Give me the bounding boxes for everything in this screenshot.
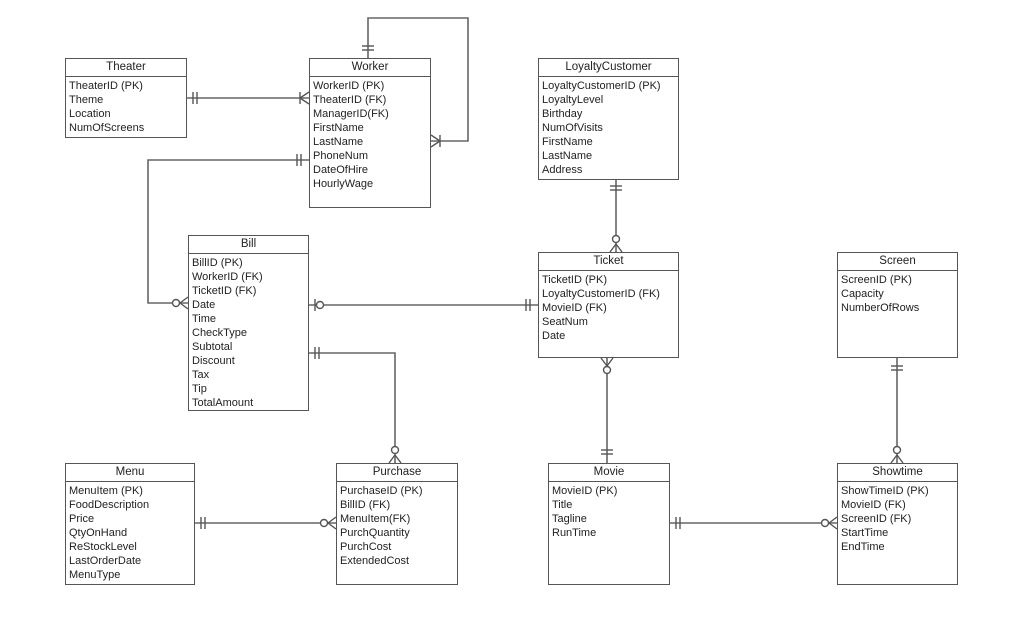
entity-title: Ticket	[539, 253, 678, 271]
attribute: Time	[192, 313, 217, 325]
attribute: Birthday	[542, 108, 583, 120]
entity-title: Movie	[549, 464, 669, 482]
entity-title: Showtime	[838, 464, 957, 482]
attribute: BillID (FK)	[340, 499, 391, 511]
attribute: SeatNum	[542, 316, 588, 328]
entity-bill: Bill BillID (PK) WorkerID (FK) TicketID …	[188, 235, 309, 411]
attribute: Tax	[192, 369, 210, 381]
entity-title: Theater	[66, 59, 186, 77]
attribute: PhoneNum	[313, 150, 369, 162]
attribute: RunTime	[552, 527, 597, 539]
attribute: TotalAmount	[192, 397, 254, 409]
attribute: ManagerID(FK)	[313, 108, 389, 120]
attribute: CheckType	[192, 327, 248, 339]
attribute: MovieID (FK)	[542, 302, 607, 314]
attribute: MovieID (FK)	[841, 499, 906, 511]
attribute: Tagline	[552, 513, 587, 525]
attribute: TicketID (PK)	[542, 274, 607, 286]
attribute: FirstName	[313, 122, 364, 134]
entity-title: Menu	[66, 464, 194, 482]
attribute: LoyaltyCustomerID (FK)	[542, 288, 660, 300]
rel-screen-showtime	[890, 358, 904, 464]
entity-worker: Worker WorkerID (PK) TheaterID (FK) Mana…	[309, 58, 431, 208]
attribute: EndTime	[841, 541, 885, 553]
rel-movie-ticket	[600, 357, 614, 463]
entity-purchase: Purchase PurchaseID (PK) BillID (FK) Men…	[336, 463, 458, 585]
rel-movie-showtime	[670, 516, 838, 530]
entity-title: LoyaltyCustomer	[539, 59, 678, 77]
attribute: MenuItem (PK)	[69, 485, 143, 497]
attribute: Location	[69, 108, 111, 120]
attribute: LoyaltyCustomerID (PK)	[542, 80, 661, 92]
attribute: Discount	[192, 355, 235, 367]
entity-movie: Movie MovieID (PK) Title Tagline RunTime	[548, 463, 670, 585]
rel-bill-purchase	[309, 347, 402, 464]
attribute: LastOrderDate	[69, 555, 142, 567]
rel-menu-purchase	[195, 516, 337, 530]
attribute: FoodDescription	[69, 499, 150, 511]
attribute: MovieID (PK)	[552, 485, 618, 497]
attribute: WorkerID (FK)	[192, 271, 263, 283]
attribute: StartTime	[841, 527, 889, 539]
entity-ticket: Ticket TicketID (PK) LoyaltyCustomerID (…	[538, 252, 679, 358]
attribute: Subtotal	[192, 341, 233, 353]
attribute: NumOfVisits	[542, 122, 603, 134]
attribute: BillID (PK)	[192, 257, 243, 269]
attribute: TicketID (FK)	[192, 285, 257, 297]
attribute: PurchCost	[340, 541, 392, 553]
attribute: Capacity	[841, 288, 884, 300]
attribute: LastName	[542, 150, 593, 162]
attribute: Theme	[69, 94, 104, 106]
attribute: ReStockLevel	[69, 541, 137, 553]
attribute: MenuType	[69, 569, 121, 581]
attribute: ScreenID (PK)	[841, 274, 912, 286]
attribute: TheaterID (FK)	[313, 94, 387, 106]
attribute: Date	[192, 299, 216, 311]
attribute: ExtendedCost	[340, 555, 410, 567]
attribute: ShowTimeID (PK)	[841, 485, 929, 497]
entity-title: Bill	[189, 236, 308, 254]
attribute: HourlyWage	[313, 178, 374, 190]
attribute: QtyOnHand	[69, 527, 128, 539]
entity-menu: Menu MenuItem (PK) FoodDescription Price…	[65, 463, 195, 585]
attribute: Title	[552, 499, 573, 511]
rel-bill-ticket	[309, 299, 538, 311]
attribute: Tip	[192, 383, 207, 395]
entity-title: Worker	[310, 59, 430, 77]
attribute: WorkerID (PK)	[313, 80, 385, 92]
attribute: Date	[542, 330, 566, 342]
attribute: Price	[69, 513, 95, 525]
attribute: NumberOfRows	[841, 302, 920, 314]
attribute: FirstName	[542, 136, 593, 148]
entity-title: Screen	[838, 253, 957, 271]
attribute: Address	[542, 164, 583, 176]
entity-title: Purchase	[337, 464, 457, 482]
entity-screen: Screen ScreenID (PK) Capacity NumberOfRo…	[837, 252, 958, 358]
attribute: NumOfScreens	[69, 122, 145, 134]
attribute: TheaterID (PK)	[69, 80, 143, 92]
attribute: DateOfHire	[313, 164, 369, 176]
entity-theater: Theater TheaterID (PK) Theme Location Nu…	[65, 58, 187, 138]
rel-loyaltycustomer-ticket	[609, 179, 623, 253]
rel-worker-bill	[147, 154, 309, 310]
entity-showtime: Showtime ShowTimeID (PK) MovieID (FK) Sc…	[837, 463, 958, 585]
attribute: ScreenID (FK)	[841, 513, 912, 525]
attribute: PurchQuantity	[340, 527, 410, 539]
attribute: PurchaseID (PK)	[340, 485, 423, 497]
entity-loyaltycustomer: LoyaltyCustomer LoyaltyCustomerID (PK) L…	[538, 58, 679, 180]
attribute: LoyaltyLevel	[542, 94, 604, 106]
rel-worker-manager	[362, 17, 469, 148]
rel-theater-worker	[187, 91, 310, 105]
attribute: MenuItem(FK)	[340, 513, 411, 525]
attribute: LastName	[313, 136, 364, 148]
